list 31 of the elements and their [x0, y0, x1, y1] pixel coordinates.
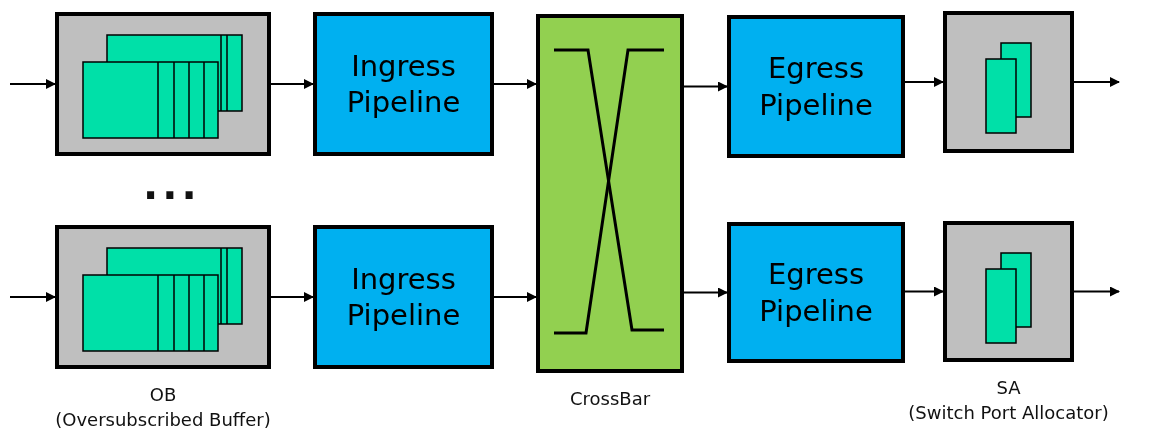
node-label: Egress Pipeline	[758, 256, 874, 329]
arrow	[1073, 77, 1120, 87]
node-label: Ingress Pipeline	[345, 260, 462, 334]
pipeline-box	[313, 225, 494, 369]
ellipsis-label: ...	[143, 165, 201, 205]
caption-label: OB	[148, 383, 178, 407]
arrow	[493, 79, 537, 89]
arrow	[493, 292, 537, 302]
pipeline-box	[727, 222, 905, 363]
arrow	[9, 292, 56, 302]
crossbar-box	[536, 14, 684, 373]
arrow	[270, 79, 314, 89]
arrow	[9, 79, 56, 89]
arrow	[683, 287, 728, 298]
arrow	[1073, 286, 1120, 297]
caption-label: (Oversubscribed Buffer)	[54, 408, 272, 432]
buffer-box	[55, 225, 271, 369]
arrow	[904, 77, 944, 87]
arrow	[683, 81, 728, 92]
buffer-box	[55, 12, 271, 156]
node-label: Egress Pipeline	[758, 50, 874, 123]
caption-label: (Switch Port Allocator)	[907, 401, 1110, 425]
pipeline-box	[727, 15, 905, 158]
node-label: Ingress Pipeline	[345, 47, 462, 121]
arrow	[904, 286, 944, 297]
caption-label: CrossBar	[568, 387, 652, 411]
arrow	[270, 292, 314, 302]
pipeline-box	[313, 12, 494, 156]
allocator-box	[943, 221, 1074, 362]
caption-label: SA	[995, 376, 1022, 400]
allocator-box	[943, 11, 1074, 153]
